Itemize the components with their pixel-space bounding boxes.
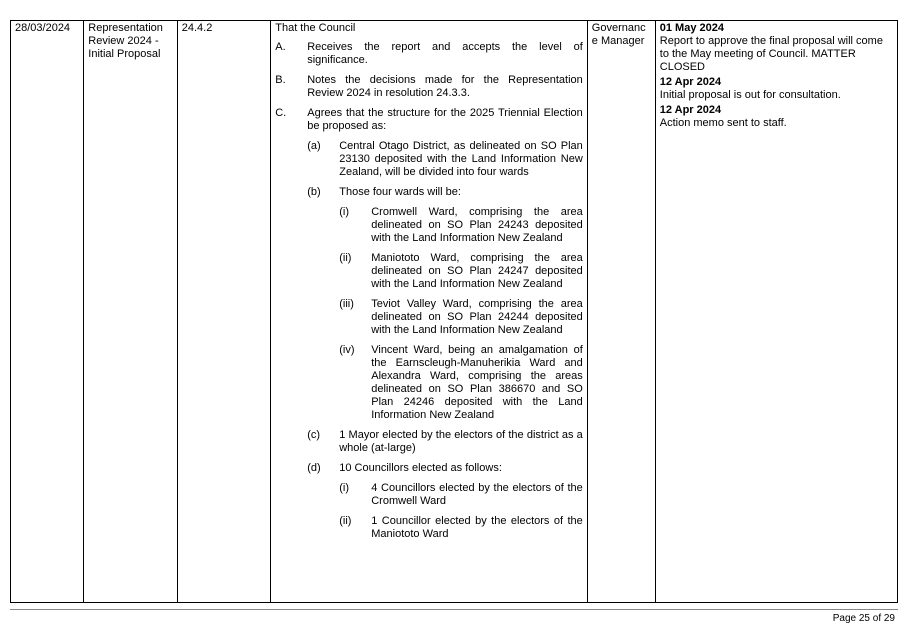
action-table: 28/03/2024 Representation Review 2024 - … — [9, 20, 899, 603]
report-item-cell: Representation Review 2024 - Initial Pro… — [83, 20, 178, 603]
resolution-heading: That the Council — [275, 22, 356, 34]
update-date: 12 Apr 2024 — [659, 76, 722, 88]
resolution-clause: (c) 1 Mayor elected by the electors of th… — [275, 429, 583, 455]
clause-marker: (b) — [307, 186, 321, 198]
resolution-clause: (ii) 1 Councillor elected by the electors… — [275, 515, 583, 541]
resolution-number-cell: 24.4.2 — [176, 20, 272, 603]
meeting-date: 28/03/2024 — [15, 22, 71, 34]
clause-text: Vincent Ward, being an amalgamation of t… — [371, 344, 583, 421]
clause-text: 1 Councillor elected by the electors of … — [371, 515, 583, 540]
clause-marker: (ii) — [339, 252, 352, 264]
clause-text: 10 Councillors elected as follows: — [339, 462, 502, 474]
resolution-clause: A. Receives the report and accepts the le… — [275, 41, 583, 67]
resolution-clause: C. Agrees that the structure for the 2025… — [275, 107, 583, 133]
update-note: Initial proposal is out for consultation… — [659, 89, 841, 101]
clause-marker: (c) — [307, 429, 321, 441]
resolution-clause: (ii) Maniototo Ward, comprising the area … — [275, 252, 583, 291]
responsible-officer: Governance Manager — [591, 22, 646, 47]
resolution-clause: (a) Central Otago District, as delineated… — [275, 140, 583, 179]
clause-text: Maniototo Ward, comprising the area deli… — [371, 252, 583, 290]
resolution-clause: B. Notes the decisions made for the Repre… — [275, 74, 583, 100]
resolution-number: 24.4.2 — [181, 22, 213, 34]
table-row: 28/03/2024 Representation Review 2024 - … — [9, 20, 899, 603]
clause-text: Those four wards will be: — [339, 186, 461, 198]
clause-text: Receives the report and accepts the leve… — [307, 41, 583, 66]
clause-marker: A. — [275, 41, 286, 53]
clause-marker: (i) — [339, 206, 350, 218]
clause-text: 1 Mayor elected by the electors of the d… — [339, 429, 583, 454]
update-date: 01 May 2024 — [659, 22, 724, 34]
clause-text: Agrees that the structure for the 2025 T… — [307, 107, 583, 132]
meeting-date-cell: 28/03/2024 — [9, 20, 85, 603]
clause-text: Central Otago District, as delineated on… — [339, 140, 583, 178]
officer-cell: Governance Manager — [586, 20, 656, 603]
clause-text: 4 Councillors elected by the electors of… — [371, 482, 583, 507]
clause-marker: (ii) — [339, 515, 352, 527]
update-note: Report to approve the final proposal wil… — [659, 35, 883, 73]
report-item: Representation Review 2024 - Initial Pro… — [88, 22, 163, 60]
clause-text: Notes the decisions made for the Represe… — [307, 74, 583, 99]
resolution-clause: (iii) Teviot Valley Ward, comprising the … — [275, 298, 583, 337]
clause-marker: (iv) — [339, 344, 355, 356]
page-number: Page 25 of 29 — [832, 613, 895, 624]
clause-text: Teviot Valley Ward, comprising the area … — [371, 298, 583, 336]
clause-marker: C. — [275, 107, 287, 119]
clause-marker: (a) — [307, 140, 321, 152]
update-date: 12 Apr 2024 — [659, 104, 722, 116]
resolution-clause: (i) Cromwell Ward, comprising the area de… — [275, 206, 583, 245]
update-note: Action memo sent to staff. — [659, 117, 787, 129]
footer-divider — [10, 609, 898, 610]
clause-text: Cromwell Ward, comprising the area delin… — [371, 206, 583, 244]
clause-marker: (iii) — [339, 298, 354, 310]
resolution-clause: (b) Those four wards will be: — [275, 186, 583, 199]
clause-marker: B. — [275, 74, 286, 86]
resolution-cell: That the Council A. Receives the report a… — [270, 20, 588, 603]
clause-marker: (i) — [339, 482, 350, 494]
clause-marker: (d) — [307, 462, 321, 474]
resolution-clause: (d) 10 Councillors elected as follows: — [275, 462, 583, 475]
resolution-body: A. Receives the report and accepts the le… — [275, 41, 583, 541]
resolution-clause: (iv) Vincent Ward, being an amalgamation … — [275, 344, 583, 422]
resolution-clause: (i) 4 Councillors elected by the electors… — [275, 482, 583, 508]
